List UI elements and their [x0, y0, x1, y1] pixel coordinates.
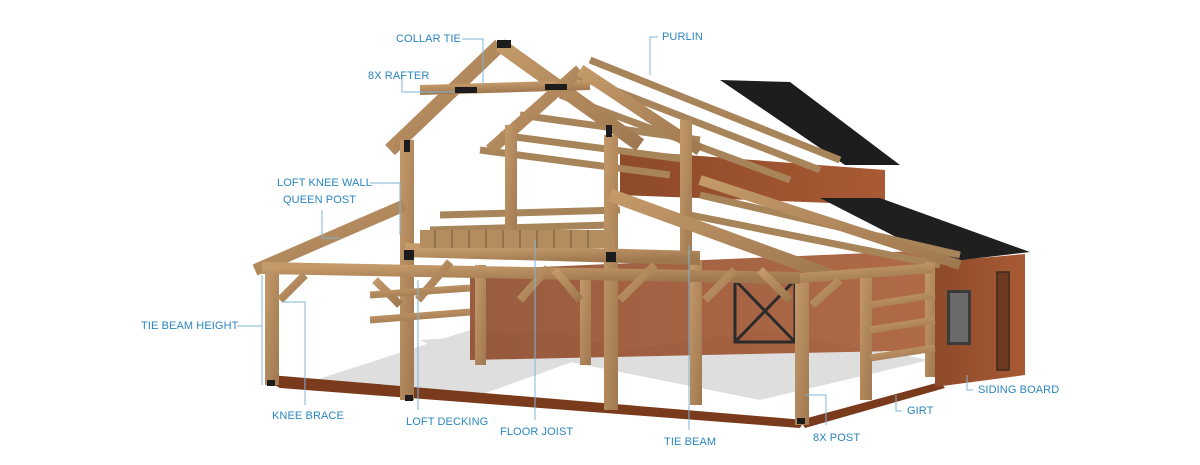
steel-brackets	[267, 40, 805, 424]
girts	[369, 284, 936, 362]
tie-beams	[261, 243, 936, 284]
loft-decking	[420, 230, 615, 248]
side-shed	[935, 254, 1025, 387]
label-loft-decking: LOFT DECKING	[406, 416, 489, 428]
label-knee-brace: KNEE BRACE	[272, 410, 344, 422]
leader-lines	[237, 36, 973, 430]
label-floor-joist: FLOOR JOIST	[500, 426, 574, 438]
label-8x-rafter: 8X RAFTER	[368, 70, 430, 82]
label-tie-beam: TIE BEAM	[664, 436, 717, 448]
label-tie-beam-height: TIE BEAM HEIGHT	[141, 320, 239, 332]
label-8x-post: 8X POST	[813, 432, 861, 444]
label-purlin: PURLIN	[662, 31, 703, 43]
label-loft-knee-wall: LOFT KNEE WALL	[277, 177, 372, 189]
roof-shingles	[720, 80, 1030, 262]
label-queen-post: QUEEN POST	[283, 194, 357, 206]
label-girt: GIRT	[907, 405, 934, 417]
label-collar-tie: COLLAR TIE	[396, 33, 461, 45]
label-siding-board: SIDING BOARD	[978, 384, 1060, 396]
